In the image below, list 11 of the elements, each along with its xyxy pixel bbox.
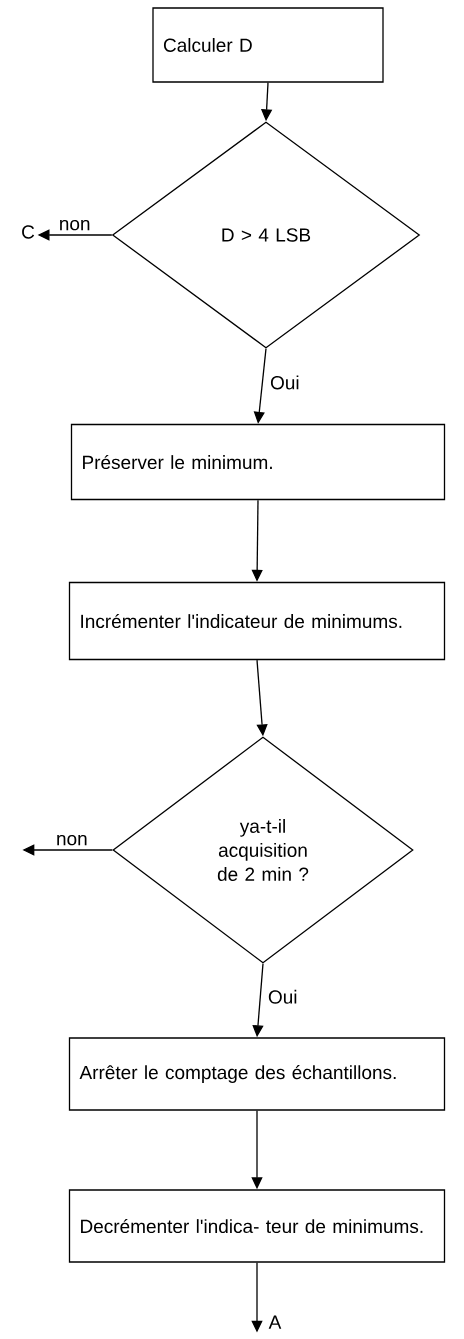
edge-label: Oui [268,989,297,1004]
edge-label: non [57,834,87,846]
connector-label: C [22,225,35,239]
edge-label: A [268,1315,282,1329]
process-box: Arrêter le comptage des échantillons. [68,1037,446,1111]
process-box: Préserver le minimum. [70,423,446,501]
edge-label: non [60,219,90,231]
process-box: Incrémenter l'indicateur de minimums. [68,581,446,661]
process-box: Calculer D [152,7,384,83]
process-box: Decrémenter l'indica- teur de minimums. [68,1189,446,1263]
edge-label: Oui [270,375,299,390]
